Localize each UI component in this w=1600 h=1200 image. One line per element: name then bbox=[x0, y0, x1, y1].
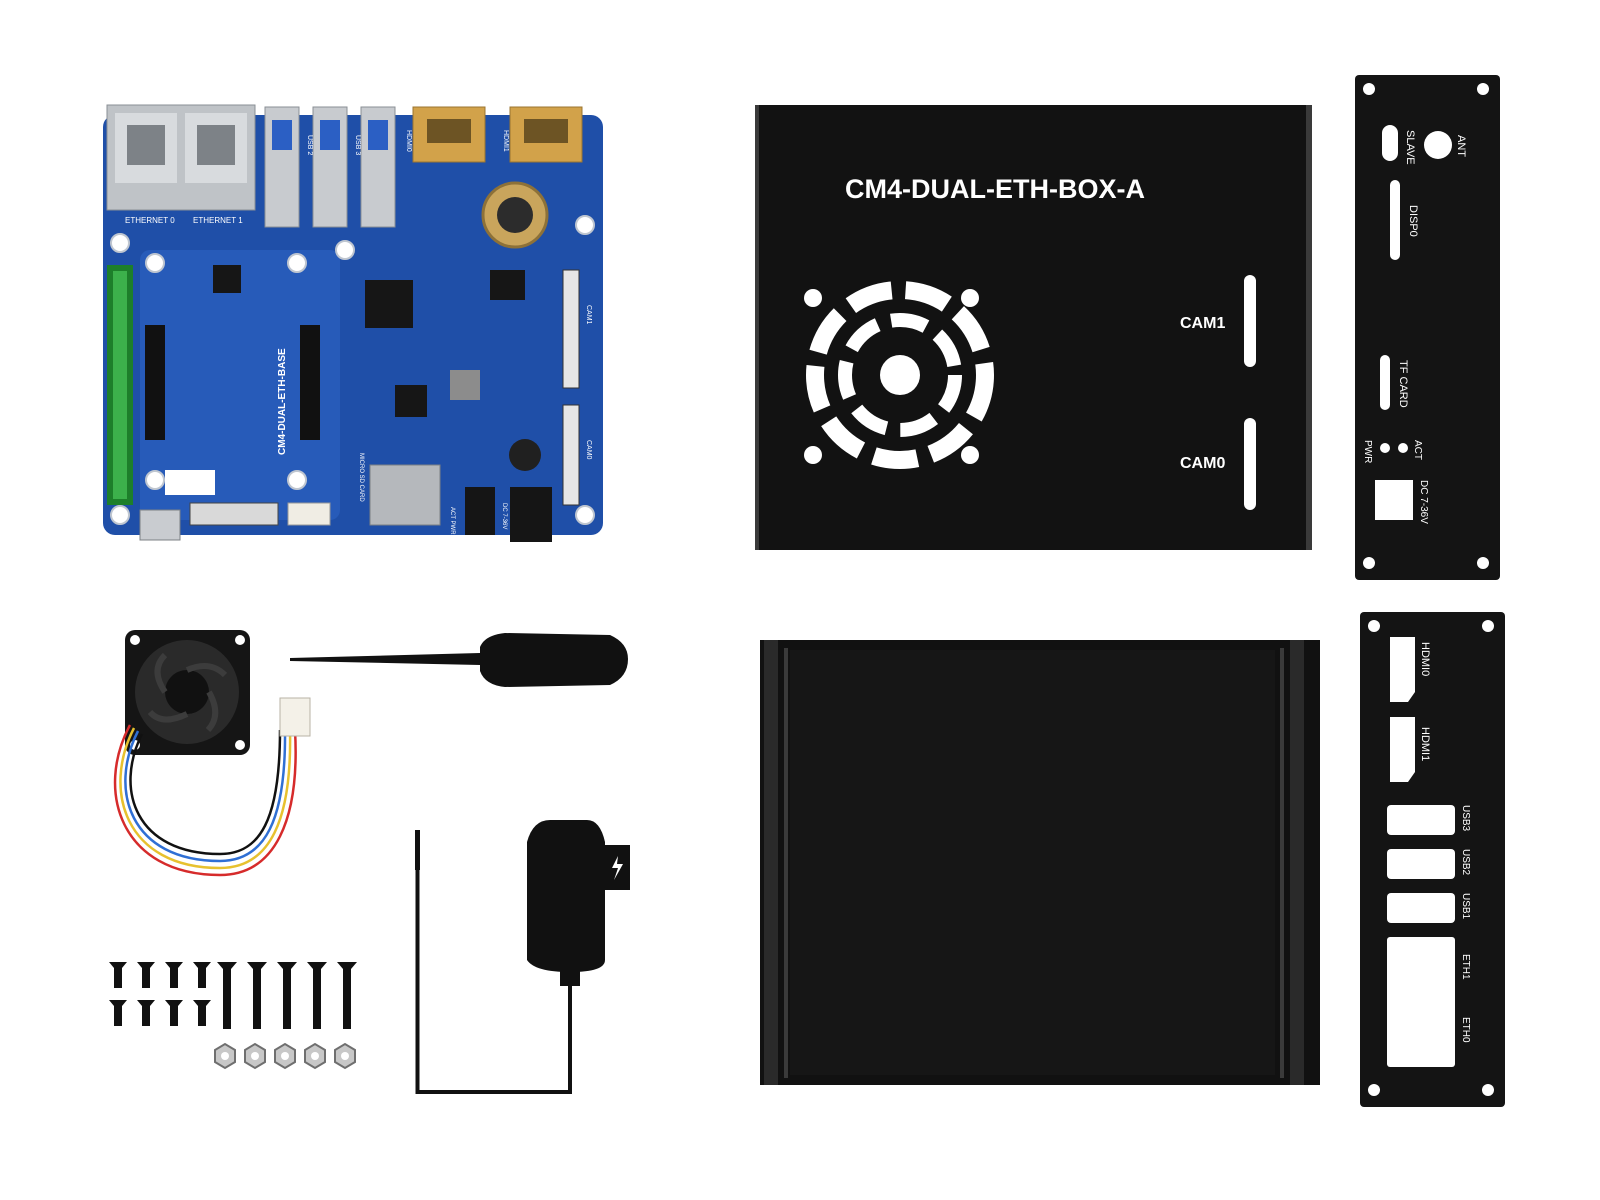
cam0-label: CAM0 bbox=[1180, 455, 1225, 472]
tf-card-label: TF CARD bbox=[1397, 360, 1409, 408]
long-screws bbox=[217, 962, 357, 1029]
hdmi-1-label: HDMI1 bbox=[502, 130, 509, 152]
usb-c-port bbox=[139, 509, 181, 541]
hdmi-0-label: HDMI0 bbox=[405, 130, 412, 152]
hdmi1-label: HDMI1 bbox=[1419, 727, 1431, 761]
hdmi0-opening bbox=[1390, 637, 1415, 702]
ethernet-opening bbox=[1387, 937, 1455, 1067]
dc-jack bbox=[510, 487, 552, 542]
dc-jack-small bbox=[465, 487, 495, 535]
short-screws bbox=[109, 962, 211, 1026]
white-sticker bbox=[165, 470, 215, 495]
gpio-header bbox=[107, 265, 133, 505]
hdmi1-opening bbox=[1390, 717, 1415, 782]
cooling-fan bbox=[100, 630, 320, 920]
model-label: CM4-DUAL-ETH-BOX-A bbox=[845, 174, 1145, 204]
usb2-opening bbox=[1387, 849, 1455, 879]
case-top-cover: CM4-DUAL-ETH-BOX-A CAM1 CAM0 bbox=[753, 100, 1325, 570]
act-label: ACT bbox=[1412, 440, 1423, 460]
cam0-board-label: CAM0 bbox=[585, 440, 592, 460]
power-adapter bbox=[415, 820, 635, 1095]
disp0-label: DISP0 bbox=[1407, 205, 1419, 237]
ant-label: ANT bbox=[1455, 135, 1467, 157]
cam0-connector bbox=[562, 404, 580, 506]
disp0-slot bbox=[1390, 180, 1400, 260]
usb3-label: USB3 bbox=[1460, 805, 1471, 832]
pwr-label: PWR bbox=[1362, 440, 1373, 463]
cam1-slot bbox=[1244, 275, 1256, 367]
cm4-connector-right bbox=[300, 325, 320, 440]
mounting-holes bbox=[110, 215, 595, 525]
screws-and-nuts bbox=[105, 960, 375, 1095]
act-led-hole bbox=[1398, 443, 1408, 453]
board-name-label: CM4-DUAL-ETH-BASE bbox=[277, 348, 288, 455]
eth0-label: ETH0 bbox=[1460, 1017, 1471, 1043]
micro-sd-label: MICRO SD CARD bbox=[358, 453, 364, 502]
hdmi0-label: HDMI0 bbox=[1419, 642, 1431, 676]
cm4-connector-left bbox=[145, 325, 165, 440]
hdmi-ports bbox=[412, 106, 583, 163]
fan-header bbox=[287, 502, 331, 526]
cam1-board-label: CAM1 bbox=[585, 305, 592, 325]
fan-plug bbox=[279, 697, 311, 737]
usb-3-label: USB 3 bbox=[354, 135, 361, 155]
display-connector bbox=[189, 502, 279, 526]
fan-blades bbox=[147, 652, 228, 733]
ethernet-0-label: ETHERNET 0 bbox=[125, 216, 175, 225]
tf-card-slot bbox=[1380, 355, 1390, 410]
capacitor bbox=[509, 439, 541, 471]
case-bottom-shell bbox=[760, 640, 1325, 1090]
slave-slot bbox=[1382, 125, 1398, 161]
usb1-opening bbox=[1387, 893, 1455, 923]
adapter-body bbox=[527, 820, 605, 972]
case-front-panel: SLAVE ANT DISP0 TF CARD PWR ACT DC 7-36V bbox=[1355, 75, 1505, 595]
usb-2-label: USB 2 bbox=[306, 135, 313, 155]
dc-label: DC 7-36V bbox=[1418, 480, 1429, 524]
fan-grille bbox=[804, 281, 994, 469]
ethernet-1-label: ETHERNET 1 bbox=[193, 216, 243, 225]
antenna-hole bbox=[1424, 131, 1452, 159]
case-rear-panel: HDMI0 HDMI1 USB3 USB2 USB1 ETH1 ETH0 bbox=[1360, 612, 1510, 1122]
dc-board-label: DC 7-36V bbox=[501, 503, 507, 529]
top-cover-plate bbox=[755, 105, 1310, 550]
screwdriver-handle bbox=[480, 633, 628, 687]
slave-label: SLAVE bbox=[1404, 130, 1416, 165]
usb2-label: USB2 bbox=[1460, 849, 1471, 876]
usb-ports bbox=[264, 106, 396, 228]
main-chip bbox=[365, 280, 413, 328]
dc-jack-hole bbox=[1375, 480, 1413, 520]
usb3-opening bbox=[1387, 805, 1455, 835]
ethernet-jacks bbox=[106, 104, 256, 211]
fan-wires bbox=[113, 724, 297, 877]
screwdriver bbox=[290, 625, 630, 695]
cam1-label: CAM1 bbox=[1180, 315, 1225, 332]
usb1-label: USB1 bbox=[1460, 893, 1471, 920]
adapter-cable bbox=[415, 870, 572, 1094]
screwdriver-shaft bbox=[290, 653, 480, 665]
cam1-connector bbox=[562, 269, 580, 389]
cam0-slot bbox=[1244, 418, 1256, 510]
act-pwr-label: ACT PWR bbox=[449, 507, 455, 535]
fan-hub bbox=[165, 670, 209, 714]
cm4-dual-eth-base-board: ETHERNET 0 ETHERNET 1 USB 2 USB 3 HDMI0 bbox=[95, 95, 625, 565]
pwr-led-hole bbox=[1380, 443, 1390, 453]
micro-sd-slot bbox=[369, 464, 441, 526]
eth1-label: ETH1 bbox=[1460, 954, 1471, 980]
dc-plug-tip bbox=[415, 830, 420, 870]
lightning-icon bbox=[612, 856, 623, 880]
